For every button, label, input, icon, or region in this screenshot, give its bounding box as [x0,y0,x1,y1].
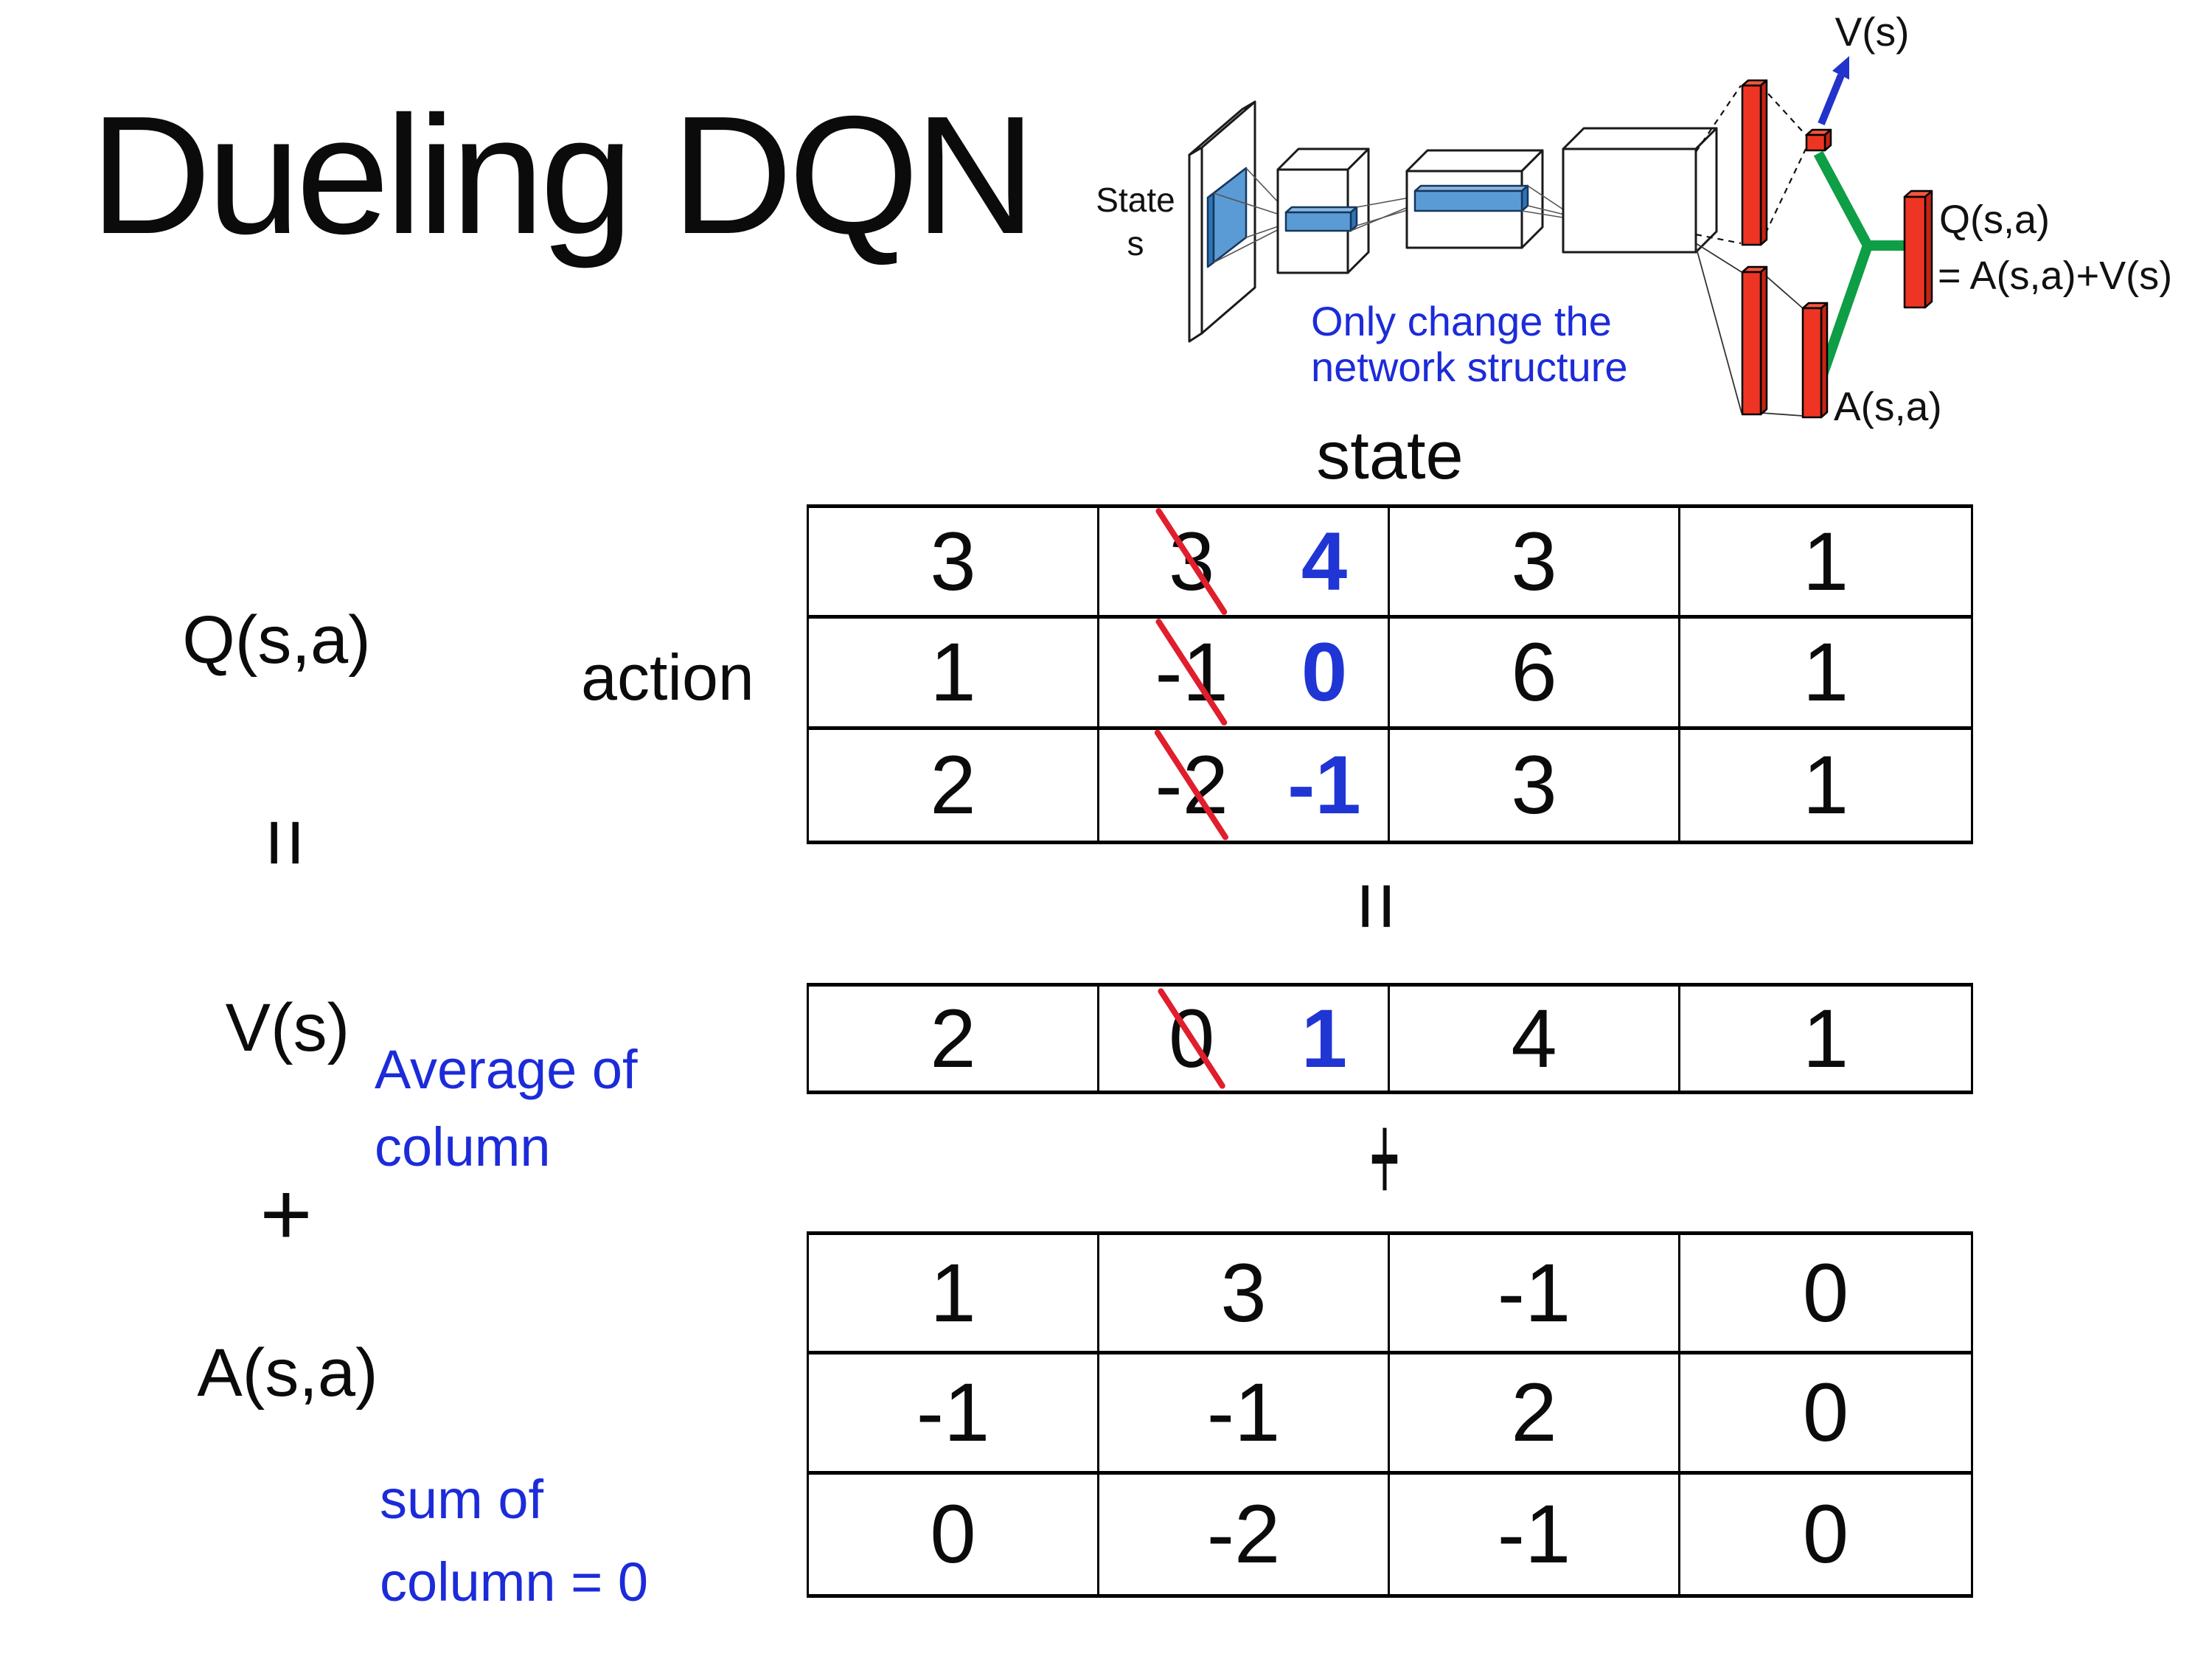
plus-sign-left: + [260,1164,313,1264]
average-of-column-note: Average of column [375,1031,638,1186]
network-diagram: State s [1096,9,2172,429]
diagram-a-label: A(s,a) [1834,383,1942,429]
table-cell: 1 [1680,619,1971,730]
table-cell: 2 [809,987,1099,1091]
note-line: column [375,1116,551,1178]
table-cell: 3 [1390,729,1680,841]
new-value: 4 [1301,515,1348,608]
input-plane-icon [1188,100,1256,343]
conv-lines-2 [1350,197,1411,232]
table-cell: -2 [1099,1474,1390,1594]
table-cell: 0 [1680,1354,1971,1475]
a-table: 1 3 -1 0 -1 -1 2 0 0 -2 -1 0 [807,1231,1973,1598]
equals-sign-left: = [238,818,334,868]
table-cell: 3 [1099,1235,1390,1355]
new-value: 1 [1301,992,1348,1085]
fc-bar-advantage [1741,265,1768,416]
page-title: Dueling DQN [90,82,1036,269]
diagram-state-label-s: s [1127,224,1144,262]
table-cell: 6 [1390,619,1680,730]
equals-sign-mid: = [1329,881,1425,931]
sum-of-column-note: sum of column = 0 [380,1458,648,1624]
value-stream-dashed-lines [1695,85,1806,245]
conv-slab-1 [1284,206,1358,232]
q-table: 3 3 4 3 1 1 -1 0 6 1 2 -2 -1 3 1 [807,504,1973,844]
advantage-vector [1801,302,1829,419]
table-cell: 1 [1680,508,1971,619]
a-term-label: A(s,a) [197,1335,378,1411]
diagram-q-label-line2: = A(s,a)+V(s) [1938,254,2172,298]
merge-connector [1813,150,1905,381]
new-value: -1 [1287,739,1361,832]
table-cell: 4 [1390,987,1680,1091]
conv-lines-3 [1521,185,1568,219]
new-value: 0 [1301,626,1348,719]
note-line: sum of [380,1469,544,1530]
conv-slab-2 [1413,184,1529,212]
diagram-note-line2: network structure [1311,344,1628,390]
note-line: column = 0 [380,1551,649,1613]
note-line: Average of [375,1039,638,1100]
table-cell: 0 [1802,1488,1849,1581]
table-cell: 1 [809,1235,1099,1355]
table-cell-struck: 0 1 [1099,987,1390,1091]
table-cell: -1 [1390,1474,1680,1594]
diagram-q-label-line1: Q(s,a) [1939,198,2050,242]
table-cell: 1 [1802,739,1849,832]
q-output-bar [1903,189,1933,309]
diagram-state-label: State [1096,181,1175,219]
v-arrow-icon [1818,56,1849,125]
table-cell: 2 [809,729,1099,841]
fc-bar-value [1741,79,1768,246]
table-cell: 2 [1390,1354,1680,1475]
table-cell: -1 [1099,1354,1390,1475]
v-term-label: V(s) [225,990,350,1065]
table-cell: -1 [1390,1235,1680,1355]
value-scalar [1805,128,1832,152]
table-cell: 0 [1680,1235,1971,1355]
v-table: 2 0 1 4 1 [807,983,1973,1094]
diagram-note-line1: Only change the [1311,298,1612,344]
table-cell-struck: -2 -1 [1099,728,1390,842]
state-axis-label: state [1316,418,1464,493]
table-cell-struck: -1 0 [1099,617,1390,730]
table-cell: 3 [1390,508,1680,619]
table-cell: 1 [809,619,1099,730]
table-cell-struck: 3 4 [1099,507,1390,619]
plus-sign-mid: + [1369,1086,1400,1229]
flatten-box [1562,127,1718,254]
advantage-stream-lines [1695,243,1804,417]
diagram-v-label: V(s) [1835,9,1910,55]
action-axis-label: action [581,641,754,714]
table-cell: -1 [809,1354,1099,1475]
q-term-label: Q(s,a) [182,602,371,678]
table-cell: 0 [809,1474,1099,1594]
table-cell: 3 [809,508,1099,619]
conv-patch-icon [1206,167,1248,268]
table-cell: 1 [1802,992,1849,1085]
